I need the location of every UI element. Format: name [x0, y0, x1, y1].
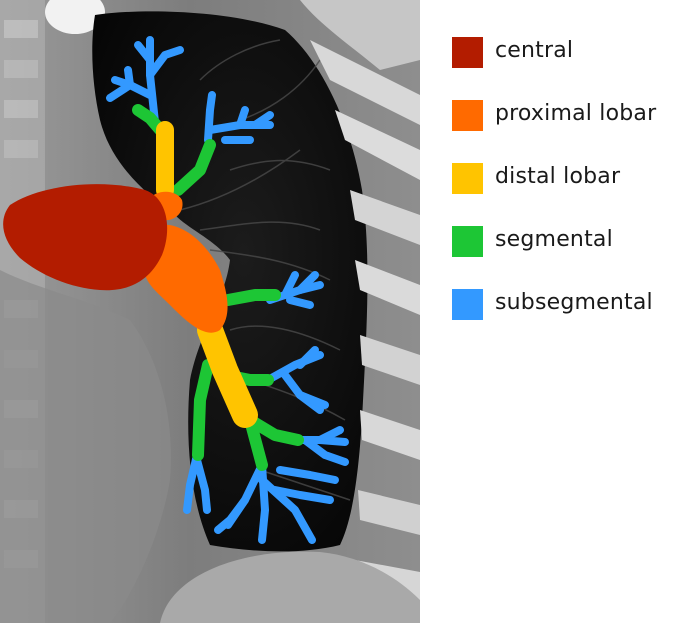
diaphragm — [160, 551, 420, 623]
legend-label: segmental — [495, 227, 613, 252]
central-artery — [3, 184, 168, 291]
legend: central proximal lobar distal lobar segm… — [452, 36, 677, 351]
legend-label: subsegmental — [495, 290, 653, 315]
legend-swatch-segmental — [452, 226, 483, 257]
legend-item-subsegmental: subsegmental — [452, 288, 677, 321]
ct-scan-image — [0, 0, 420, 623]
legend-swatch-subsegmental — [452, 289, 483, 320]
pulmonary-artery-tree — [3, 36, 349, 544]
segmental-branches — [132, 104, 304, 471]
legend-swatch-distal-lobar — [452, 163, 483, 194]
legend-swatch-proximal-lobar — [452, 100, 483, 131]
distal-lobar-branches — [156, 121, 258, 428]
subsegmental-branches — [106, 36, 349, 544]
legend-swatch-central — [452, 37, 483, 68]
legend-label: distal lobar — [495, 164, 621, 189]
ct-image-panel — [0, 0, 420, 623]
legend-item-segmental: segmental — [452, 225, 677, 258]
lung-vessels — [179, 39, 351, 501]
legend-item-distal-lobar: distal lobar — [452, 162, 677, 195]
legend-label: proximal lobar — [495, 101, 657, 126]
legend-item-central: central — [452, 36, 677, 69]
mediastinum — [0, 270, 171, 623]
legend-label: central — [495, 38, 574, 63]
legend-item-proximal-lobar: proximal lobar — [452, 99, 677, 132]
top-bright-structure — [45, 0, 105, 34]
